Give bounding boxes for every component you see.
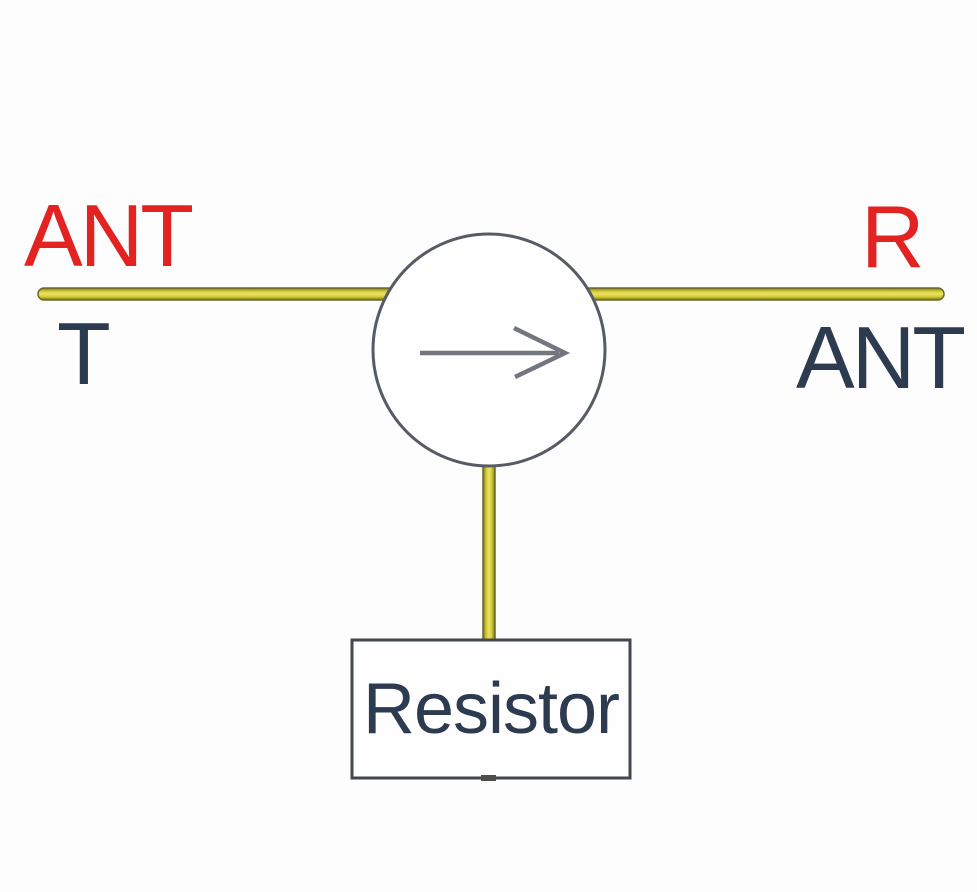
port-label-ant-right: ANT [796,308,964,407]
bottom-stub [481,775,496,781]
port-label-t-left: T [57,304,109,403]
arrow-right-icon [420,325,571,380]
resistor-box [350,638,632,780]
port-label-ant-left: ANT [24,186,192,285]
resistor-label: Resistor [363,669,619,749]
vertical-wire [482,449,496,651]
port-label-r-right: R [861,187,922,286]
circulator-circle [371,232,607,468]
arrow-head [513,325,571,380]
